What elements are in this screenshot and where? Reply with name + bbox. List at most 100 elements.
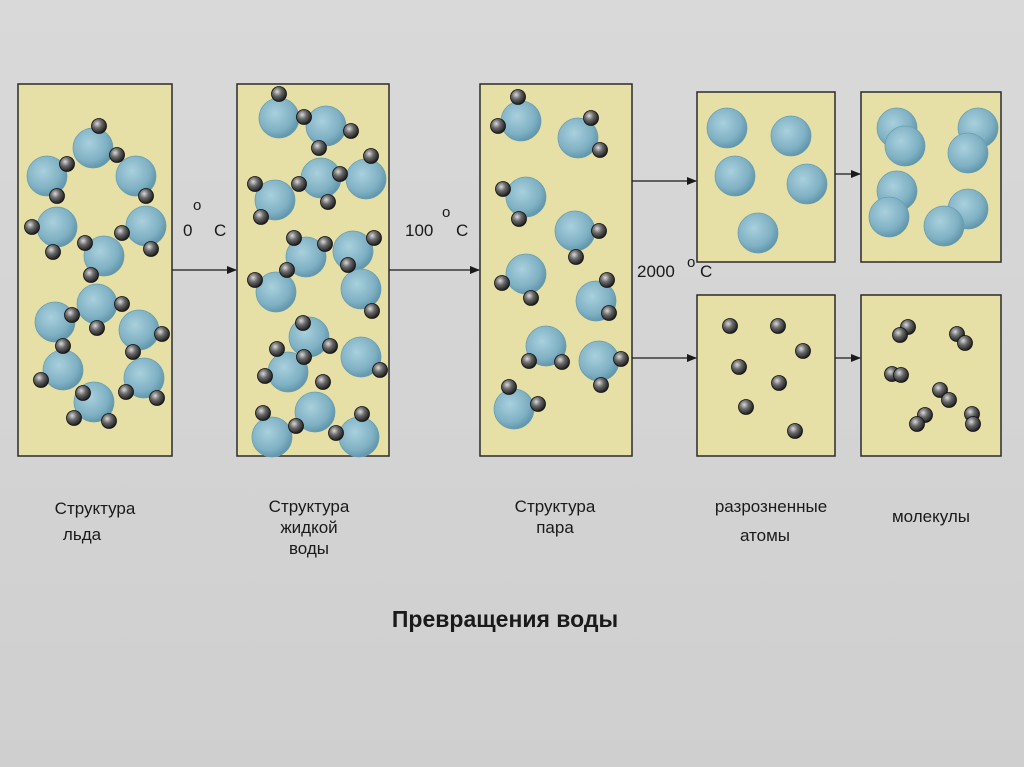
oxygen-atom xyxy=(924,206,964,246)
hydrogen-atom xyxy=(287,231,302,246)
hydrogen-atom xyxy=(292,177,307,192)
melt-temp-unit: C xyxy=(214,221,226,241)
caption-vapor-line-1: Структура xyxy=(480,496,630,517)
dissociation-temp-unit: C xyxy=(700,262,712,282)
hydrogen-atom xyxy=(34,373,49,388)
caption-ice-line-2: льда xyxy=(0,524,170,545)
caption-molecules: молекулы xyxy=(866,506,996,527)
hydrogen-atom xyxy=(329,426,344,441)
panel-atoms-hydrogen xyxy=(697,295,835,456)
hydrogen-atom xyxy=(569,250,584,265)
boil-temp-degree: o xyxy=(442,205,450,220)
hydrogen-atom xyxy=(894,368,909,383)
caption-vapor: Структура пара xyxy=(480,496,630,538)
hydrogen-atom xyxy=(155,327,170,342)
hydrogen-atom xyxy=(144,242,159,257)
hydrogen-atom xyxy=(772,376,787,391)
hydrogen-atom xyxy=(318,237,333,252)
hydrogen-atom xyxy=(90,321,105,336)
hydrogen-atom xyxy=(966,417,981,432)
hydrogen-atom xyxy=(119,385,134,400)
oxygen-atom xyxy=(346,159,386,199)
oxygen-atom xyxy=(306,106,346,146)
hydrogen-atom xyxy=(270,342,285,357)
oxygen-atom xyxy=(948,133,988,173)
hydrogen-atom xyxy=(25,220,40,235)
hydrogen-atom xyxy=(723,319,738,334)
hydrogen-atom xyxy=(364,149,379,164)
hydrogen-atom xyxy=(312,141,327,156)
hydrogen-atom xyxy=(316,375,331,390)
oxygen-atom xyxy=(339,417,379,457)
boil-temp-value: 100 xyxy=(405,221,433,241)
page-title: Превращения воды xyxy=(300,606,710,633)
hydrogen-atom xyxy=(297,350,312,365)
hydrogen-atom xyxy=(56,339,71,354)
oxygen-atom xyxy=(37,207,77,247)
hydrogen-atom xyxy=(84,268,99,283)
hydrogen-atom xyxy=(102,414,117,429)
hydrogen-atom xyxy=(323,339,338,354)
hydrogen-atom xyxy=(788,424,803,439)
dissociation-temp-value: 2000 xyxy=(637,262,675,282)
oxygen-atom xyxy=(501,101,541,141)
panel-molecules-hydrogen xyxy=(861,295,1001,456)
hydrogen-atom xyxy=(50,189,65,204)
hydrogen-atom xyxy=(139,189,154,204)
oxygen-atom xyxy=(494,389,534,429)
hydrogen-atom xyxy=(76,386,91,401)
hydrogen-atom xyxy=(555,355,570,370)
dissociation-temp-degree: o xyxy=(687,255,695,270)
boil-temp-unit: C xyxy=(456,221,468,241)
hydrogen-atom xyxy=(258,369,273,384)
oxygen-atom xyxy=(707,108,747,148)
hydrogen-atom xyxy=(531,397,546,412)
hydrogen-atom xyxy=(796,344,811,359)
hydrogen-atom xyxy=(910,417,925,432)
hydrogen-atom xyxy=(584,111,599,126)
oxygen-atom xyxy=(43,350,83,390)
melt-temp-value: 0 xyxy=(183,221,192,241)
hydrogen-atom xyxy=(126,345,141,360)
hydrogen-atom xyxy=(502,380,517,395)
oxygen-atom xyxy=(77,284,117,324)
oxygen-atom xyxy=(885,126,925,166)
hydrogen-atom xyxy=(344,124,359,139)
hydrogen-atom xyxy=(495,276,510,291)
hydrogen-atom xyxy=(367,231,382,246)
caption-ice-line-1: Структура xyxy=(20,498,170,519)
hydrogen-atom xyxy=(355,407,370,422)
oxygen-atom xyxy=(869,197,909,237)
hydrogen-atom xyxy=(321,195,336,210)
caption-atoms-line-1: разрозненные xyxy=(690,496,852,517)
caption-liquid: Структура жидкой воды xyxy=(234,496,384,559)
hydrogen-atom xyxy=(280,263,295,278)
hydrogen-atom xyxy=(365,304,380,319)
hydrogen-atom xyxy=(732,360,747,375)
hydrogen-atom xyxy=(248,273,263,288)
hydrogen-atom xyxy=(248,177,263,192)
hydrogen-atom xyxy=(522,354,537,369)
caption-ice: Структура льда xyxy=(20,498,170,545)
oxygen-atom xyxy=(506,177,546,217)
hydrogen-atom xyxy=(297,110,312,125)
hydrogen-atom xyxy=(254,210,269,225)
oxygen-atom xyxy=(738,213,778,253)
hydrogen-atom xyxy=(256,406,271,421)
hydrogen-atom xyxy=(524,291,539,306)
hydrogen-atom xyxy=(594,378,609,393)
hydrogen-atom xyxy=(60,157,75,172)
hydrogen-atom xyxy=(373,363,388,378)
hydrogen-atom xyxy=(115,226,130,241)
hydrogen-atom xyxy=(958,336,973,351)
oxygen-atom xyxy=(579,341,619,381)
oxygen-atom xyxy=(119,310,159,350)
caption-liquid-line-3: воды xyxy=(234,538,384,559)
hydrogen-atom xyxy=(289,419,304,434)
hydrogen-atom xyxy=(496,182,511,197)
hydrogen-atom xyxy=(78,236,93,251)
hydrogen-atom xyxy=(739,400,754,415)
oxygen-atom xyxy=(341,269,381,309)
hydrogen-atom xyxy=(296,316,311,331)
